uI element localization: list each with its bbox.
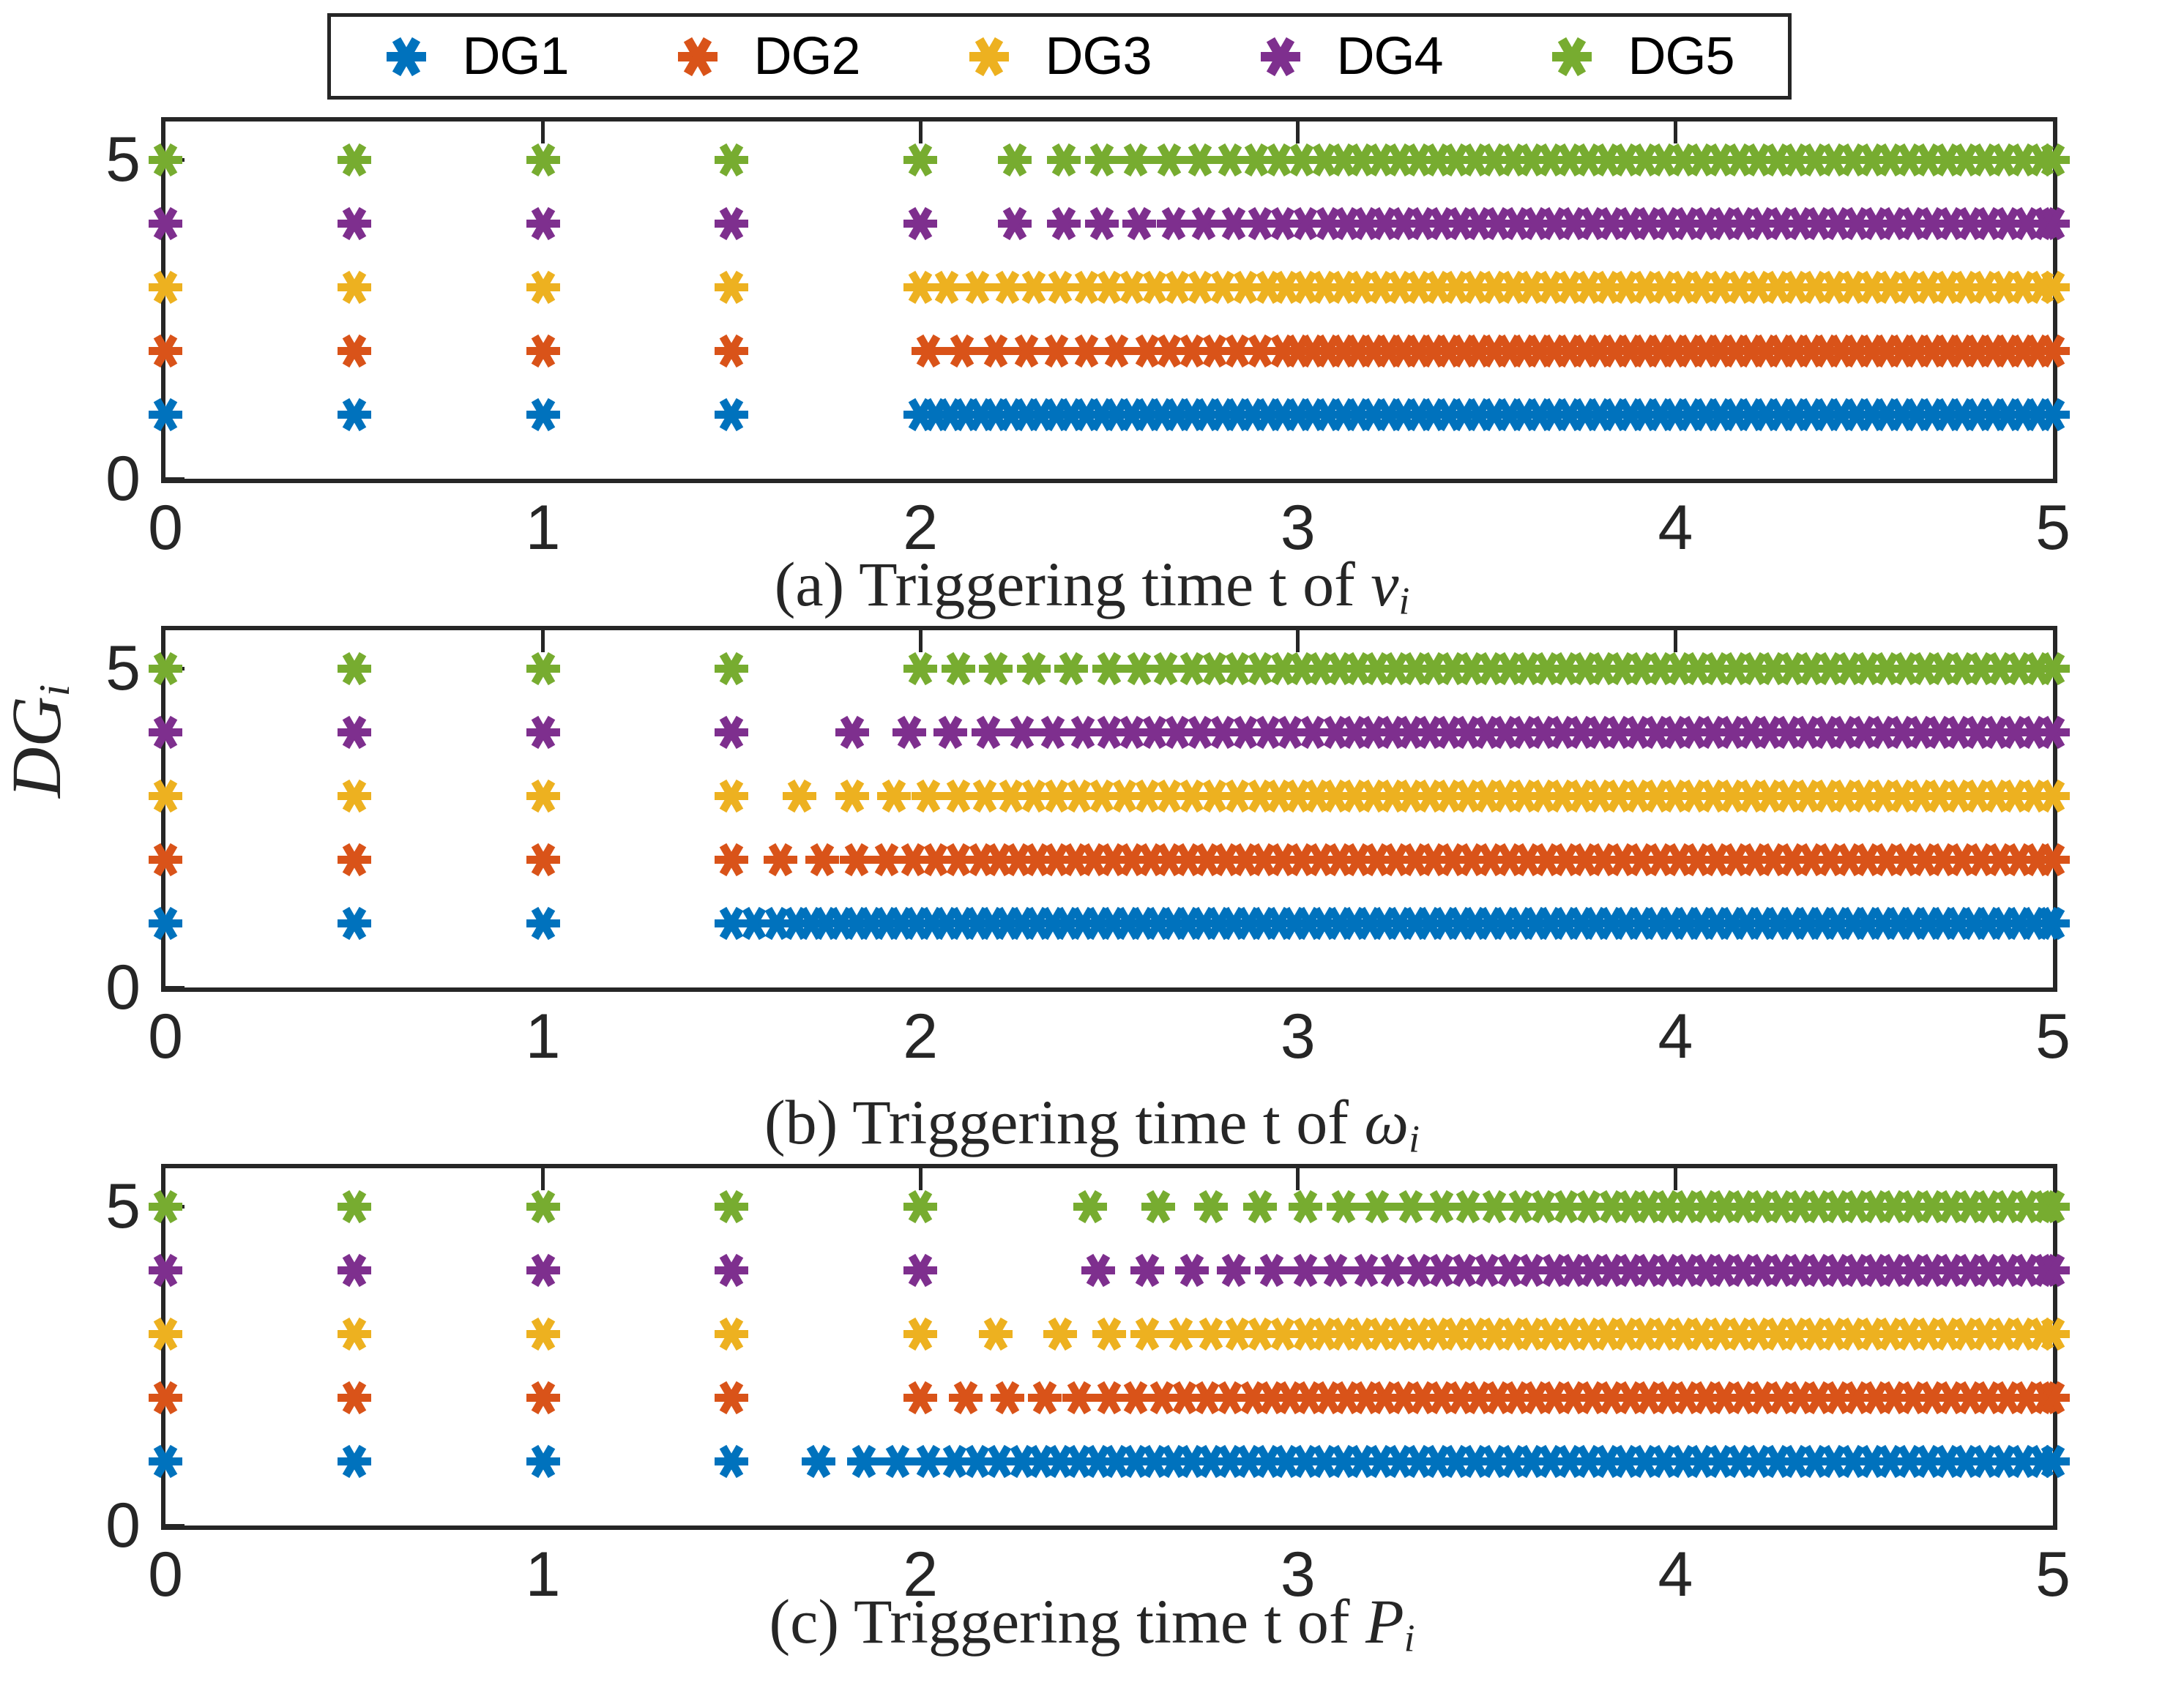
series-dg2 <box>149 1168 2070 1525</box>
series-dg3 <box>149 1168 2070 1525</box>
x-tick-label: 4 <box>1658 1539 1693 1610</box>
x-tick-label: 2 <box>903 1539 939 1610</box>
y-tick-label: 5 <box>105 124 141 195</box>
series-dg5 <box>149 630 2070 987</box>
subplot-a-caption-var: v <box>1371 549 1399 619</box>
y-tick-label: 0 <box>105 952 141 1023</box>
legend-label-dg4: DG4 <box>1336 27 1443 86</box>
x-tick <box>918 1168 923 1190</box>
x-tick-label: 5 <box>2035 1001 2071 1072</box>
legend-label-dg2: DG2 <box>753 27 860 86</box>
subplot-c-caption: (c) Triggering time t of Pi <box>0 1590 2184 1658</box>
x-tick <box>918 630 923 652</box>
subplot-c-caption-sub: i <box>1404 1616 1415 1660</box>
x-tick-label: 0 <box>148 1001 183 1072</box>
x-tick <box>1673 122 1677 143</box>
subplot-b-caption-prefix: (b) Triggering time t of <box>764 1087 1365 1157</box>
x-tick-label: 3 <box>1280 1539 1316 1610</box>
legend-entry-dg5[interactable]: DG5 <box>1550 27 1735 86</box>
legend-marker-dg4-icon <box>1259 34 1302 78</box>
y-tick-label: 0 <box>105 1490 141 1561</box>
x-tick-label: 4 <box>1658 1001 1693 1072</box>
y-axis-label: DGi <box>0 684 80 798</box>
x-tick <box>541 1168 545 1190</box>
y-axis-label-text: DG <box>0 696 75 798</box>
x-tick-label: 1 <box>525 1539 561 1610</box>
legend-marker-dg2-icon <box>676 34 720 78</box>
x-tick <box>1673 630 1677 652</box>
series-dg4 <box>149 1168 2070 1525</box>
subplot-c-caption-prefix: (c) Triggering time t of <box>769 1586 1366 1657</box>
y-tick <box>165 477 185 481</box>
x-tick <box>1296 122 1300 143</box>
legend-label-dg1: DG1 <box>462 27 569 86</box>
y-tick-label: 0 <box>105 444 141 514</box>
series-dg4 <box>149 630 2070 987</box>
x-tick-label: 2 <box>903 493 939 563</box>
subplot-c-caption-var: P <box>1365 1586 1404 1657</box>
legend-marker-dg5-icon <box>1550 34 1594 78</box>
x-tick <box>1673 1168 1677 1190</box>
series-dg3 <box>149 122 2070 479</box>
legend-entry-dg4[interactable]: DG4 <box>1259 27 1444 86</box>
x-tick <box>541 630 545 652</box>
y-tick-label: 5 <box>105 633 141 704</box>
x-tick-label: 3 <box>1280 1001 1316 1072</box>
legend: DG1 DG2 DG3 DG4 DG5 <box>327 13 1792 100</box>
subplot-a-caption-prefix: (a) Triggering time t of <box>774 549 1371 619</box>
series-dg5 <box>149 122 2070 479</box>
series-dg5 <box>149 1168 2070 1525</box>
subplot-b-caption-var: ω <box>1364 1087 1409 1157</box>
subplot-b-caption: (b) Triggering time t of ωi <box>0 1091 2184 1159</box>
x-tick-label: 0 <box>148 1539 183 1610</box>
x-tick <box>541 122 545 143</box>
x-tick <box>1296 1168 1300 1190</box>
x-tick-label: 0 <box>148 493 183 563</box>
x-tick-label: 2 <box>903 1001 939 1072</box>
x-tick-label: 4 <box>1658 493 1693 563</box>
subplot-b-caption-sub: i <box>1409 1116 1420 1161</box>
y-tick <box>165 1523 185 1528</box>
subplot-a-caption-sub: i <box>1398 578 1410 623</box>
y-axis-label-sub: i <box>29 684 78 697</box>
x-tick-label: 5 <box>2035 1539 2071 1610</box>
legend-entry-dg1[interactable]: DG1 <box>384 27 570 86</box>
subplot-a-caption: (a) Triggering time t of vi <box>0 553 2184 621</box>
series-dg1 <box>149 122 2070 479</box>
series-dg2 <box>149 122 2070 479</box>
x-tick <box>1296 630 1300 652</box>
series-dg1 <box>149 1168 2070 1525</box>
x-tick-label: 1 <box>525 493 561 563</box>
x-tick-label: 3 <box>1280 493 1316 563</box>
legend-marker-dg1-icon <box>384 34 428 78</box>
legend-marker-dg3-icon <box>967 34 1011 78</box>
series-dg2 <box>149 630 2070 987</box>
y-tick <box>165 985 185 990</box>
x-tick-label: 1 <box>525 1001 561 1072</box>
legend-entry-dg3[interactable]: DG3 <box>967 27 1152 86</box>
x-tick <box>918 122 923 143</box>
series-dg4 <box>149 122 2070 479</box>
legend-entry-dg2[interactable]: DG2 <box>676 27 861 86</box>
legend-label-dg5: DG5 <box>1628 27 1734 86</box>
series-dg1 <box>149 630 2070 987</box>
series-dg3 <box>149 630 2070 987</box>
legend-label-dg3: DG3 <box>1045 27 1152 86</box>
y-tick-label: 5 <box>105 1171 141 1242</box>
x-tick-label: 5 <box>2035 493 2071 563</box>
